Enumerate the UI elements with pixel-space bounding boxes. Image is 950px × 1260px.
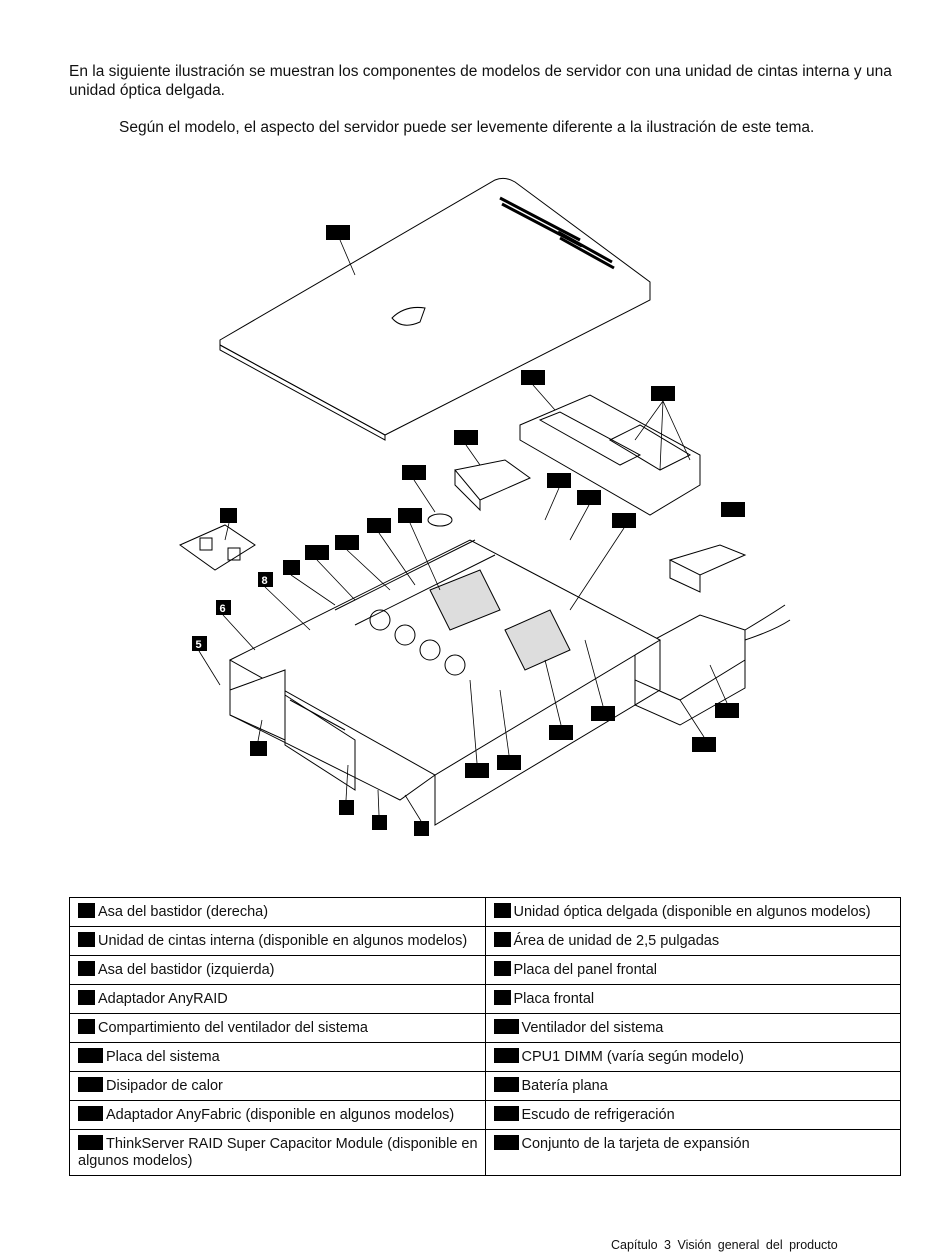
note-paragraph: Según el modelo, el aspecto del servidor… (119, 119, 815, 136)
legend-item-label: CPU1 DIMM (varía según modelo) (521, 1049, 744, 1065)
riser-card-assembly (519, 394, 701, 516)
footer-title: Visión general del producto (677, 1238, 838, 1252)
legend-item-label: Asa del bastidor (derecha) (98, 904, 269, 920)
callout-square (78, 1077, 103, 1092)
callout-label-5: 5 (196, 639, 202, 651)
legend-item-label: Placa frontal (513, 991, 595, 1007)
callout-square (493, 961, 511, 976)
legend-item-label: Conjunto de la tarjeta de expansión (521, 1136, 750, 1152)
legend-item-label: Escudo de refrigeración (521, 1107, 675, 1123)
legend-cell: Asa del bastidor (derecha) (69, 897, 486, 927)
legend-cell: Unidad óptica delgada (disponible en alg… (484, 897, 901, 927)
table-row: Placa del sistema CPU1 DIMM (varía según… (69, 1042, 901, 1072)
callout-square (493, 1077, 519, 1092)
table-row: ThinkServer RAID Super Capacitor Module … (69, 1129, 901, 1176)
legend-item-label: Disipador de calor (106, 1078, 223, 1094)
footer-chapter: Capítulo 3 (611, 1238, 671, 1252)
legend-item-label: Área de unidad de 2,5 pulgadas (513, 933, 720, 949)
legend-cell: Adaptador AnyRAID (69, 984, 486, 1014)
top-cover (219, 177, 651, 441)
table-row: Adaptador AnyFabric (disponible en algun… (69, 1100, 901, 1130)
legend-item-label: Compartimiento del ventilador del sistem… (98, 1020, 368, 1036)
table-row: Compartimiento del ventilador del sistem… (69, 1013, 901, 1043)
callout-square (78, 1135, 103, 1150)
legend-cell: Placa del panel frontal (484, 955, 901, 985)
legend-item-label: Adaptador AnyRAID (98, 991, 228, 1007)
legend-cell: Adaptador AnyFabric (disponible en algun… (69, 1100, 486, 1130)
component-legend-table: Asa del bastidor (derecha) Unidad óptica… (69, 897, 901, 1176)
server-exploded-illustration: 5 6 8 (170, 170, 810, 850)
legend-cell: Compartimiento del ventilador del sistem… (69, 1013, 486, 1043)
callout-square (493, 990, 511, 1005)
server-chassis (228, 539, 662, 826)
intro-paragraph: En la siguiente ilustración se muestran … (69, 63, 892, 99)
legend-cell: ThinkServer RAID Super Capacitor Module … (69, 1129, 486, 1176)
legend-cell: Placa frontal (484, 984, 901, 1014)
callout-square (493, 932, 511, 947)
legend-item-label: ThinkServer RAID Super Capacitor Module … (78, 1136, 478, 1169)
legend-cell: Ventilador del sistema (484, 1013, 901, 1043)
raid-super-capacitor (454, 459, 532, 512)
callout-square (78, 1106, 103, 1121)
legend-cell: Asa del bastidor (izquierda) (69, 955, 486, 985)
table-row: Adaptador AnyRAID Placa frontal (69, 984, 901, 1014)
legend-item-label: Unidad óptica delgada (disponible en alg… (513, 904, 871, 920)
legend-cell: Conjunto de la tarjeta de expansión (484, 1129, 901, 1176)
leader-lines (198, 239, 728, 822)
callout-square (78, 932, 95, 947)
legend-cell: CPU1 DIMM (varía según modelo) (484, 1042, 901, 1072)
table-row: Asa del bastidor (derecha) Unidad óptica… (69, 897, 901, 927)
callout-boxes (192, 225, 745, 836)
callout-square (493, 1019, 519, 1034)
table-row: Unidad de cintas interna (disponible en … (69, 926, 901, 956)
legend-cell: Disipador de calor (69, 1071, 486, 1101)
legend-item-label: Batería plana (521, 1078, 608, 1094)
callout-label-6: 6 (220, 603, 226, 615)
page-footer: Capítulo 3 Visión general del producto (611, 1238, 838, 1252)
legend-cell: Placa del sistema (69, 1042, 486, 1072)
table-row: Asa del bastidor (izquierda) Placa del p… (69, 955, 901, 985)
legend-item-label: Placa del sistema (106, 1049, 220, 1065)
power-supplies (634, 544, 791, 726)
legend-cell: Área de unidad de 2,5 pulgadas (484, 926, 901, 956)
callout-square (78, 961, 95, 976)
callout-square (493, 1135, 519, 1150)
callout-square (78, 1019, 95, 1034)
legend-item-label: Asa del bastidor (izquierda) (98, 962, 275, 978)
callout-square (493, 903, 511, 918)
callout-square (493, 1048, 519, 1063)
callout-label-8: 8 (262, 575, 268, 587)
legend-cell: Escudo de refrigeración (484, 1100, 901, 1130)
legend-item-label: Adaptador AnyFabric (disponible en algun… (106, 1107, 455, 1123)
legend-item-label: Unidad de cintas interna (disponible en … (98, 933, 468, 949)
callout-square (78, 903, 95, 918)
anyraid-adapter (178, 524, 256, 571)
legend-item-label: Placa del panel frontal (513, 962, 658, 978)
table-row: Disipador de calor Batería plana (69, 1071, 901, 1101)
callout-square (78, 990, 95, 1005)
callout-square (78, 1048, 103, 1063)
legend-cell: Batería plana (484, 1071, 901, 1101)
legend-cell: Unidad de cintas interna (disponible en … (69, 926, 486, 956)
callout-square (493, 1106, 519, 1121)
legend-item-label: Ventilador del sistema (521, 1020, 664, 1036)
